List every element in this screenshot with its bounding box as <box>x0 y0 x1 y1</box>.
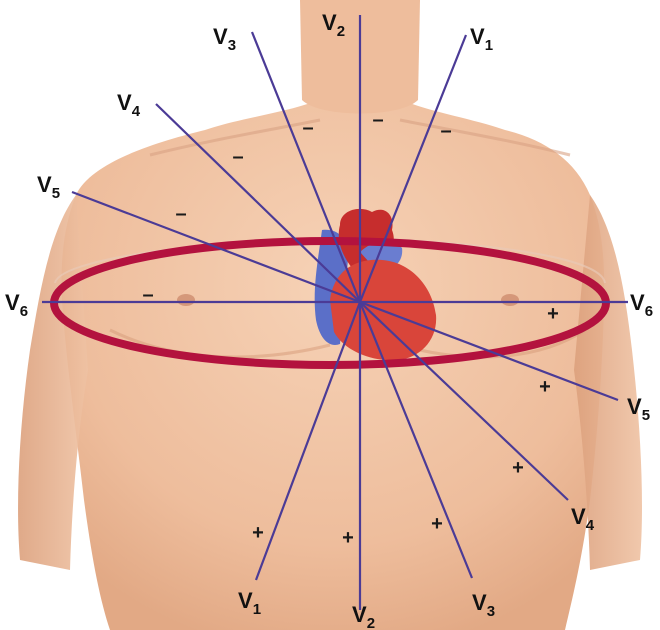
nipple-right <box>501 294 519 306</box>
positive-sign-2: + <box>539 376 551 398</box>
negative-sign-1: – <box>302 117 313 139</box>
lead-label-v6-pos: V6 <box>630 290 653 320</box>
lead-label-v5-neg: V5 <box>37 172 60 202</box>
negative-sign-5: – <box>175 203 186 225</box>
positive-sign-4: + <box>431 513 443 535</box>
negative-sign-3: – <box>440 120 451 142</box>
nipple-left <box>177 294 195 306</box>
lead-label-v3-neg: V3 <box>213 24 236 54</box>
negative-sign-4: – <box>232 146 243 168</box>
positive-sign-1: + <box>547 303 559 325</box>
positive-sign-3: + <box>512 457 524 479</box>
left-arm <box>18 195 88 570</box>
lead-label-v4-neg: V4 <box>117 90 141 120</box>
negative-sign-2: – <box>372 109 383 131</box>
lead-label-v1-neg: V1 <box>470 24 493 54</box>
lead-label-v6-neg: V6 <box>5 290 28 320</box>
positive-sign-6: + <box>252 522 264 544</box>
negative-sign-6: – <box>142 284 153 306</box>
positive-sign-5: + <box>342 527 354 549</box>
